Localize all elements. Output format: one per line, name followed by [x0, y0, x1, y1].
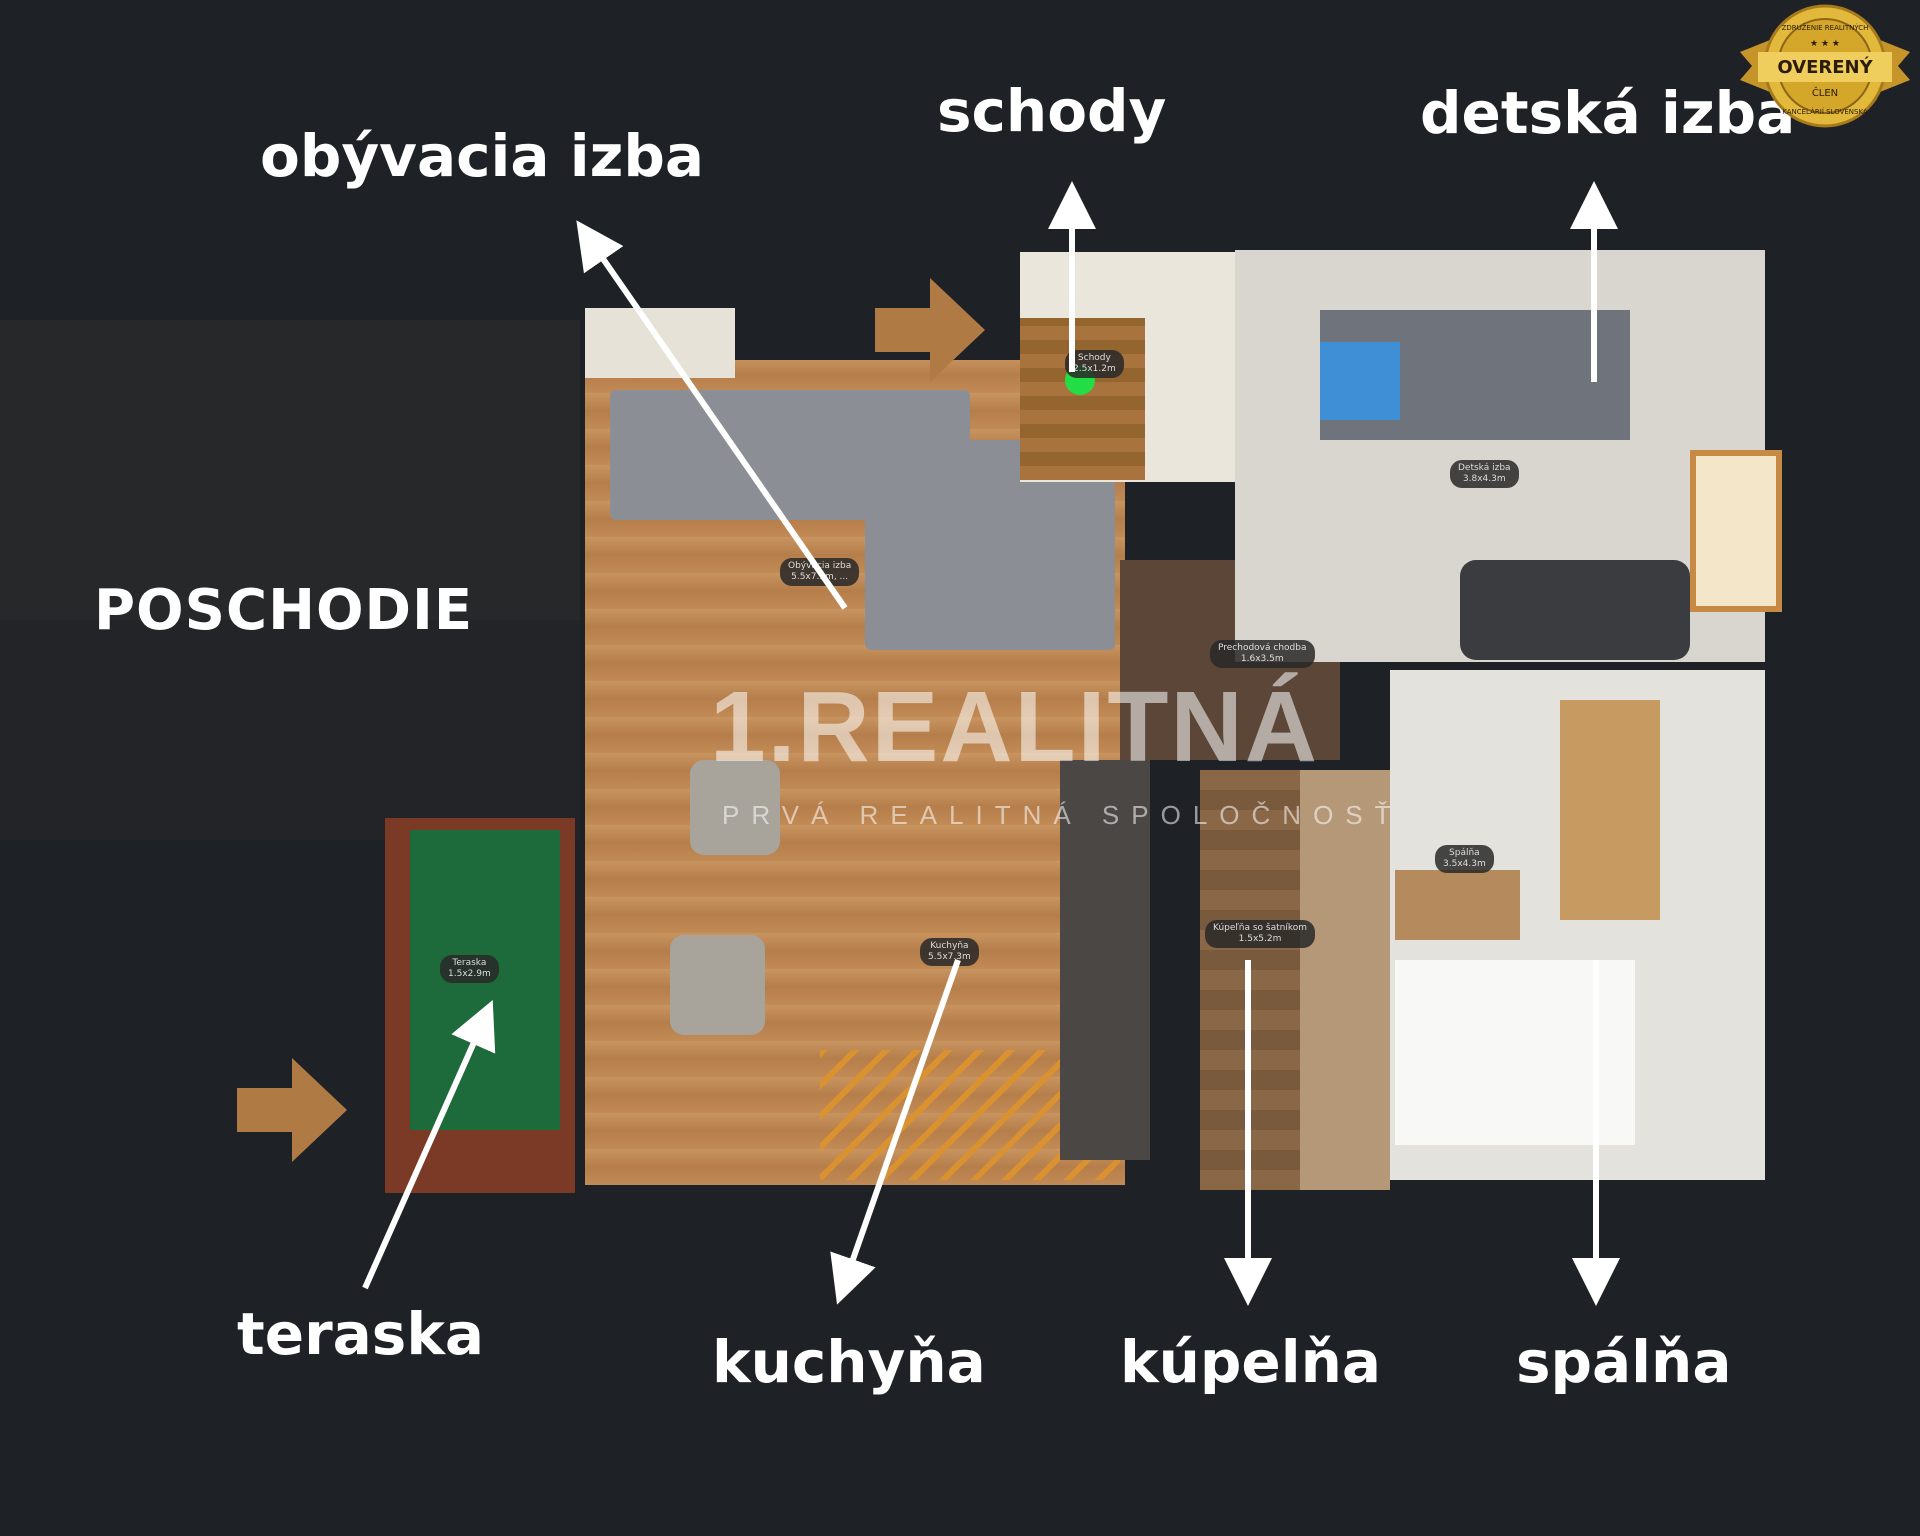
badge-top-text: ZDRUŽENIE REALITNÝCH [1782, 23, 1869, 32]
verified-member-badge: OVERENÝ ČLEN ZDRUŽENIE REALITNÝCH KANCEL… [1730, 2, 1920, 132]
watermark-tagline: PRVÁ REALITNÁ SPOLOČNOSŤ [722, 800, 1403, 830]
label-kupelna: kúpelňa [1120, 1328, 1382, 1396]
label-teraska: teraska [237, 1300, 485, 1368]
bathroom-wall-tiles [1300, 770, 1390, 1190]
badge-seal-icon: OVERENÝ ČLEN ZDRUŽENIE REALITNÝCH KANCEL… [1740, 4, 1910, 128]
label-obyvacia-izba: obývacia izba [260, 122, 705, 190]
chair [670, 935, 765, 1035]
label-detska-izba: detská izba [1420, 79, 1796, 147]
pointer-arrow-teraska [362, 1000, 496, 1290]
children-room-chair [1460, 560, 1690, 660]
bedroom-wardrobe [1560, 700, 1660, 920]
pointer-arrow-kuchyna [830, 959, 961, 1305]
background-photo-left-lower [0, 620, 580, 840]
badge-sub-text: ČLEN [1812, 86, 1838, 99]
watermark-logo: 1.REALITNÁ [710, 671, 1319, 783]
pointer-arrow-obyvacia [576, 220, 848, 610]
background-photo-left [0, 320, 580, 620]
label-schody: schody [937, 77, 1167, 145]
badge-main-text: OVERENÝ [1777, 56, 1873, 78]
label-poschodie: POSCHODIE [94, 578, 474, 643]
bedroom-desk [1395, 870, 1520, 940]
stairs-room-floor [1020, 318, 1145, 480]
children-room-window [1690, 450, 1782, 612]
label-spalna: spálňa [1516, 1328, 1732, 1396]
children-room-pillow [1320, 342, 1400, 420]
kitchen-counter [1060, 760, 1150, 1160]
svg-text:★ ★ ★: ★ ★ ★ [1810, 39, 1840, 49]
entrance-arrow [875, 278, 985, 382]
badge-bottom-text: KANCELÁRIÍ SLOVENSKA [1782, 107, 1868, 116]
label-kuchyna: kuchyňa [712, 1328, 986, 1396]
entrance-arrow [237, 1058, 347, 1162]
chair [690, 760, 780, 855]
